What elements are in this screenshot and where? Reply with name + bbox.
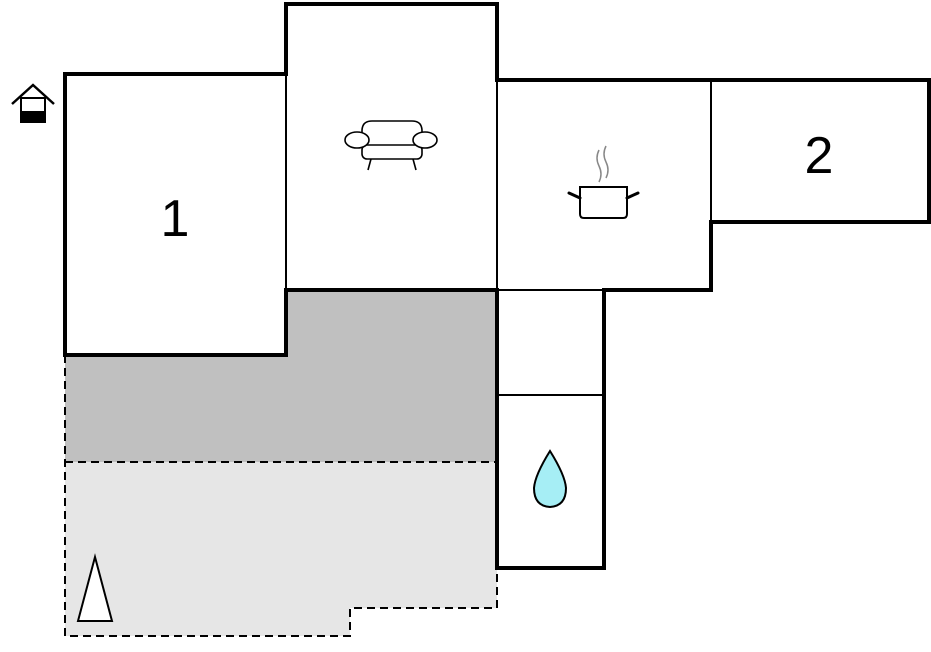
sofa-icon (344, 120, 438, 171)
room-label-2: 2 (805, 127, 834, 185)
north-arrow-icon (76, 553, 114, 622)
cooking-pot-icon (567, 145, 640, 219)
exterior-walls (63, 2, 931, 570)
open-terrace (65, 462, 497, 636)
terrace-dashed-border (64, 355, 498, 637)
house-entrance-icon (11, 83, 55, 123)
room-label-1: 1 (161, 190, 190, 248)
interior-walls (285, 75, 712, 396)
outdoor-areas (64, 290, 498, 637)
covered-terrace (65, 290, 497, 462)
water-drop-icon (532, 449, 568, 509)
